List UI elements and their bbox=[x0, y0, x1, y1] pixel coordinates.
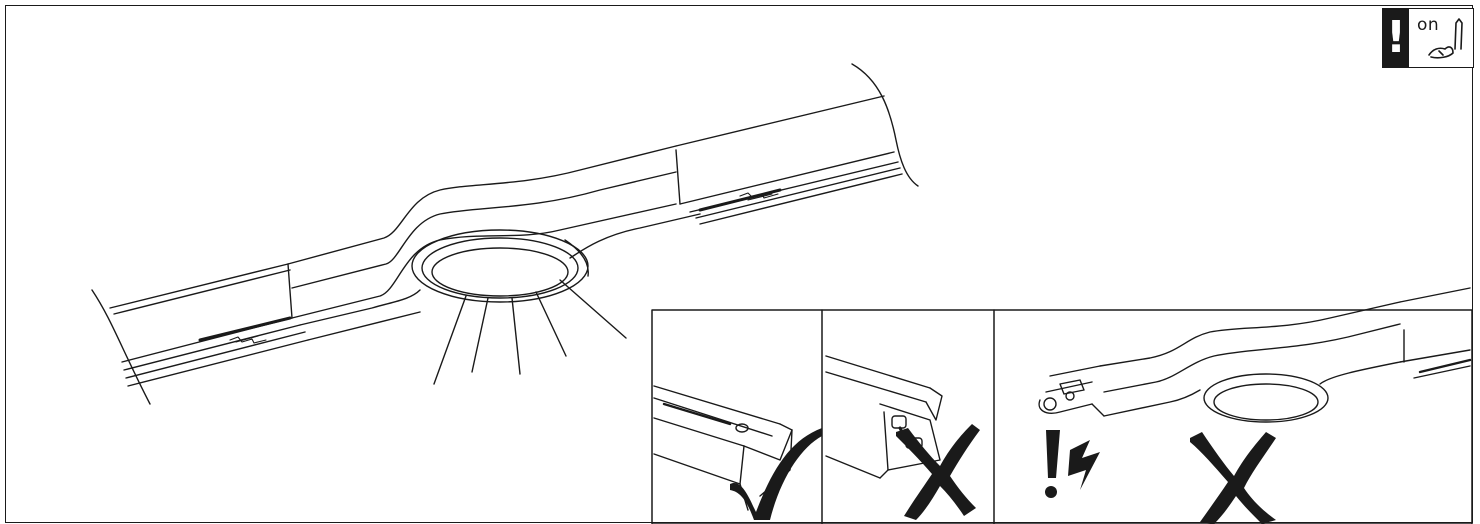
panel-correct-end-cap bbox=[653, 385, 822, 520]
light-ring bbox=[411, 229, 589, 303]
light-rays bbox=[433, 279, 627, 385]
cross-icon bbox=[1190, 432, 1276, 524]
light-lens bbox=[431, 247, 569, 297]
left-track-section bbox=[109, 263, 309, 387]
panel-open-track-end bbox=[825, 355, 980, 520]
central-connector bbox=[287, 145, 701, 341]
inset-panels bbox=[651, 287, 1473, 524]
track-assembly bbox=[91, 63, 919, 405]
hand-switch-icon bbox=[1428, 18, 1463, 59]
panel-open-connector bbox=[1038, 287, 1472, 524]
check-icon bbox=[730, 428, 822, 520]
cross-icon bbox=[896, 424, 980, 520]
diagram-frame bbox=[5, 5, 1473, 523]
exclamation-icon: ! bbox=[1383, 9, 1409, 67]
on-label: on bbox=[1417, 15, 1440, 35]
inset-frame bbox=[651, 309, 1473, 524]
left-break-line bbox=[91, 289, 151, 405]
switch-on-box: on bbox=[1409, 9, 1473, 67]
switch-on-warning-badge: ! on bbox=[1382, 8, 1474, 68]
right-track-section bbox=[675, 95, 903, 225]
electric-hazard-icon bbox=[1045, 430, 1100, 498]
fixture-light bbox=[1203, 373, 1329, 423]
right-break-line bbox=[851, 63, 919, 187]
